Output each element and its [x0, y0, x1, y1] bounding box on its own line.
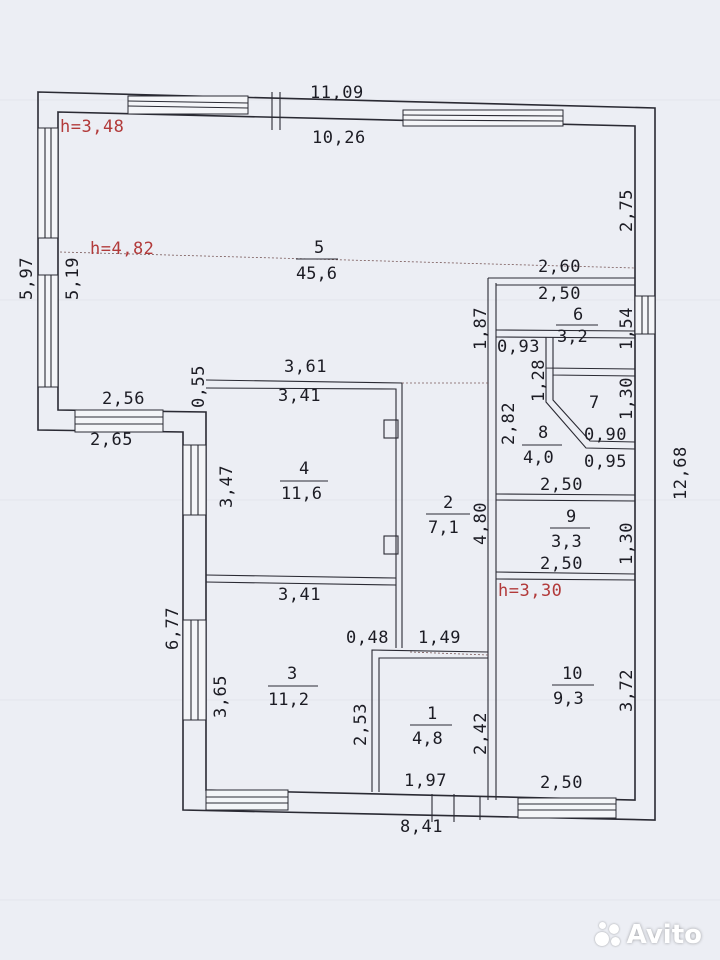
windows: [37, 92, 656, 822]
svg-text:2: 2: [443, 493, 453, 513]
dim-256: 2,56: [102, 389, 145, 409]
svg-text:3,3: 3,3: [551, 532, 582, 552]
dim-275: 2,75: [617, 189, 637, 232]
svg-text:10: 10: [562, 664, 582, 684]
window-right: [634, 295, 656, 335]
window-bottom-left: [205, 789, 289, 811]
dim-250c: 2,50: [540, 554, 583, 574]
dim-left-inner: 5,19: [63, 257, 83, 300]
dim-left-lower-outer: 6,77: [163, 607, 183, 650]
height-label-2: h=4,82: [90, 239, 154, 259]
room-4-label: 4 11,6: [280, 459, 328, 504]
dim-055: 0,55: [189, 365, 209, 408]
window-room4: [182, 444, 207, 516]
dim-253: 2,53: [351, 703, 371, 746]
room-10-label: 10 9,3: [552, 664, 594, 709]
dim-048: 0,48: [346, 628, 389, 648]
dim-130a: 1,30: [617, 377, 637, 420]
dim-250a: 2,50: [538, 284, 581, 304]
svg-text:8: 8: [538, 423, 548, 443]
dim-341b: 3,41: [278, 585, 321, 605]
dim-154: 1,54: [617, 307, 637, 350]
dim-093: 0,93: [497, 337, 540, 357]
svg-text:9: 9: [566, 507, 576, 527]
room-8-label: 8 4,0: [522, 423, 562, 468]
window-bottom-right: [517, 797, 617, 819]
dim-149: 1,49: [418, 628, 461, 648]
height-guides: [59, 251, 636, 656]
avito-text: Avito: [626, 920, 702, 950]
window-top-left: [127, 95, 249, 115]
room-2-label: 2 7,1: [426, 493, 470, 538]
dim-480: 4,80: [471, 502, 491, 545]
svg-text:6: 6: [573, 305, 583, 325]
dim-347: 3,47: [217, 465, 237, 508]
svg-text:4,8: 4,8: [412, 729, 443, 749]
avito-watermark: Avito: [593, 920, 702, 950]
dim-128: 1,28: [529, 359, 549, 402]
avito-logo-icon: [593, 920, 623, 950]
dim-090: 0,90: [584, 425, 627, 445]
svg-text:9,3: 9,3: [553, 689, 584, 709]
height-label-3: h=3,30: [498, 581, 562, 601]
paper-grid: [0, 99, 720, 901]
height-label-1: h=3,48: [60, 117, 124, 137]
dim-282: 2,82: [499, 402, 519, 445]
svg-text:4,0: 4,0: [523, 448, 554, 468]
window-left-lower: [37, 274, 59, 388]
window-left-upper: [37, 127, 59, 239]
dim-242: 2,42: [471, 712, 491, 755]
dim-361: 3,61: [284, 357, 327, 377]
dim-bottom-outer: 8,41: [400, 817, 443, 837]
dim-130b: 1,30: [617, 522, 637, 565]
window-left-bottom: [74, 409, 164, 433]
dim-095: 0,95: [584, 452, 627, 472]
dim-341a: 3,41: [278, 386, 321, 406]
room-5-label: 5 45,6: [296, 238, 338, 284]
svg-text:3: 3: [287, 664, 297, 684]
dim-197: 1,97: [404, 771, 447, 791]
svg-text:11,6: 11,6: [281, 484, 322, 504]
svg-text:7,1: 7,1: [428, 518, 459, 538]
dim-250b: 2,50: [540, 475, 583, 495]
room-3-label: 3 11,2: [268, 664, 318, 710]
svg-text:45,6: 45,6: [296, 264, 337, 284]
svg-text:3,2: 3,2: [557, 327, 588, 347]
dim-365: 3,65: [211, 675, 231, 718]
svg-text:5: 5: [314, 238, 324, 258]
wall-features: [383, 419, 399, 555]
interior-walls: [205, 277, 636, 800]
dim-372: 3,72: [617, 669, 637, 712]
dim-top-outer: 11,09: [310, 83, 364, 103]
dim-250d: 2,50: [540, 773, 583, 793]
room-7-number: 7: [589, 393, 599, 413]
svg-text:1: 1: [427, 704, 437, 724]
dim-260: 2,60: [538, 257, 581, 277]
dim-187: 1,87: [471, 307, 491, 350]
dim-right-outer: 12,68: [671, 446, 691, 500]
window-top-right: [402, 109, 564, 127]
svg-text:11,2: 11,2: [268, 690, 309, 710]
dim-left-outer: 5,97: [17, 257, 37, 300]
outer-walls: [37, 91, 656, 821]
room-9-label: 9 3,3: [550, 507, 590, 552]
window-room3: [182, 619, 207, 721]
room-1-label: 1 4,8: [410, 704, 452, 749]
dim-top-inner: 10,26: [312, 128, 366, 148]
svg-text:4: 4: [299, 459, 309, 479]
room-6-label: 6 3,2: [556, 305, 598, 347]
dim-265: 2,65: [90, 430, 133, 450]
